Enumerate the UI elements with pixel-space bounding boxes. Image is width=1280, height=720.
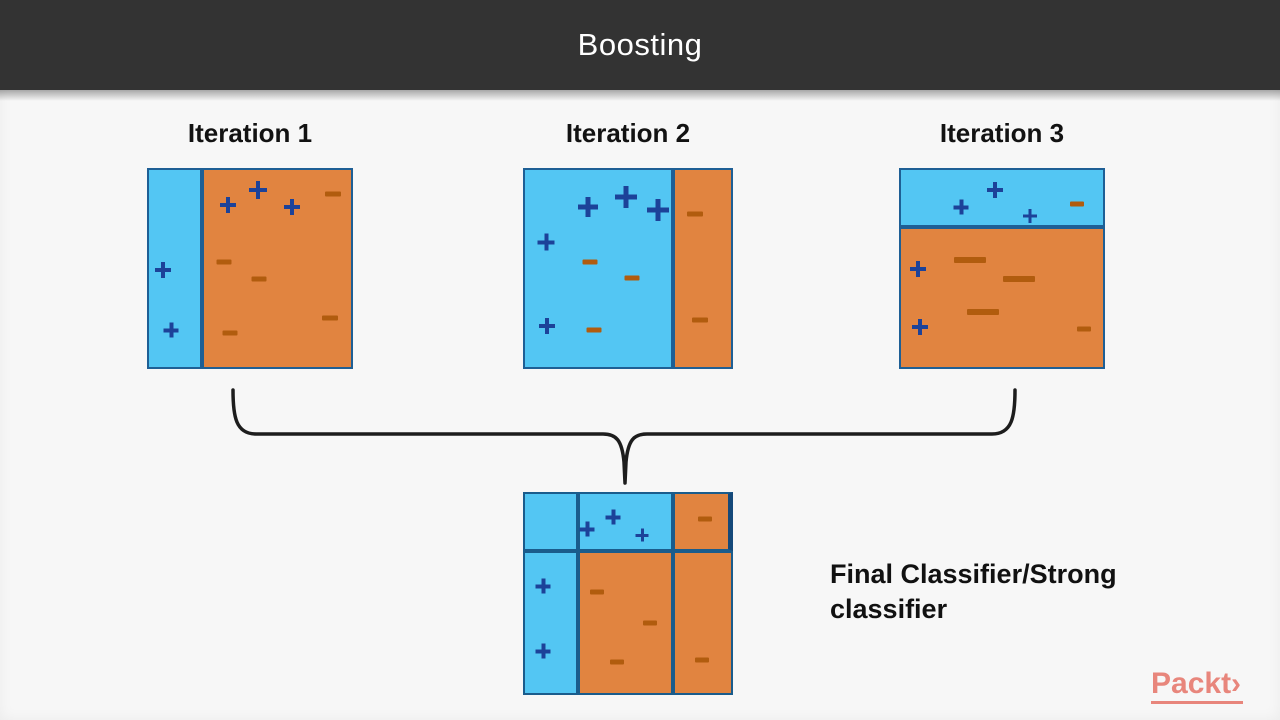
plus-mark [535, 643, 551, 659]
minus-mark [692, 317, 708, 323]
minus-mark [1070, 201, 1084, 207]
orange-region [673, 492, 733, 551]
final-classifier-panel [523, 492, 733, 695]
iteration-3-title: Iteration 3 [939, 118, 1065, 148]
slide-title: Boosting [577, 27, 703, 62]
packt-logo: Packt› [1151, 669, 1244, 704]
plus-mark [579, 521, 595, 537]
orange-region [673, 168, 733, 369]
plus-mark [615, 186, 637, 208]
final-label-line2: classifier [830, 594, 948, 624]
minus-mark [1003, 276, 1035, 282]
minus-mark [251, 276, 267, 282]
minus-mark [624, 275, 640, 281]
plus-mark [578, 197, 598, 217]
plus-mark [284, 199, 300, 215]
iteration-2-title: Iteration 2 [565, 118, 691, 148]
plus-mark [249, 181, 267, 199]
blue-region [523, 168, 673, 369]
minus-mark [687, 211, 703, 217]
minus-mark [954, 257, 986, 263]
blue-region [147, 168, 202, 369]
iteration-1-panel [147, 168, 353, 369]
orange-region [673, 551, 733, 695]
minus-mark [967, 309, 999, 315]
plus-mark [537, 233, 555, 251]
plus-mark [910, 261, 926, 277]
plus-mark [605, 509, 621, 525]
orange-region [578, 551, 673, 695]
minus-mark [322, 315, 338, 321]
final-label-line1: Final Classifier/Strong [830, 559, 1117, 589]
plus-mark [912, 319, 928, 335]
plus-mark [635, 528, 649, 542]
minus-mark [695, 657, 709, 663]
minus-mark [582, 259, 598, 265]
plus-mark [220, 197, 236, 213]
minus-mark [643, 620, 657, 626]
plus-mark [155, 262, 171, 278]
plus-mark [647, 199, 669, 221]
plus-mark [539, 318, 555, 334]
blue-region [523, 551, 578, 695]
minus-mark [590, 589, 604, 595]
minus-mark [222, 330, 238, 336]
plus-mark [1023, 209, 1037, 223]
final-classifier-label: Final Classifier/Strong classifier [830, 557, 1170, 627]
minus-mark [325, 191, 341, 197]
iteration-1-title: Iteration 1 [187, 118, 313, 148]
plus-mark [163, 322, 179, 338]
title-bar: Boosting [0, 0, 1280, 90]
plus-mark [535, 578, 551, 594]
iteration-2-panel [523, 168, 733, 369]
minus-mark [698, 516, 712, 522]
minus-mark [610, 659, 624, 665]
plus-mark [987, 182, 1003, 198]
minus-mark [586, 327, 602, 333]
blue-region [578, 492, 673, 551]
orange-region [899, 227, 1105, 369]
minus-mark [1077, 326, 1091, 332]
titlebar-shadow [0, 90, 1280, 101]
blue-region [899, 168, 1105, 227]
blue-region [523, 492, 578, 551]
minus-mark [216, 259, 232, 265]
iteration-3-panel [899, 168, 1105, 369]
plus-mark [953, 199, 969, 215]
